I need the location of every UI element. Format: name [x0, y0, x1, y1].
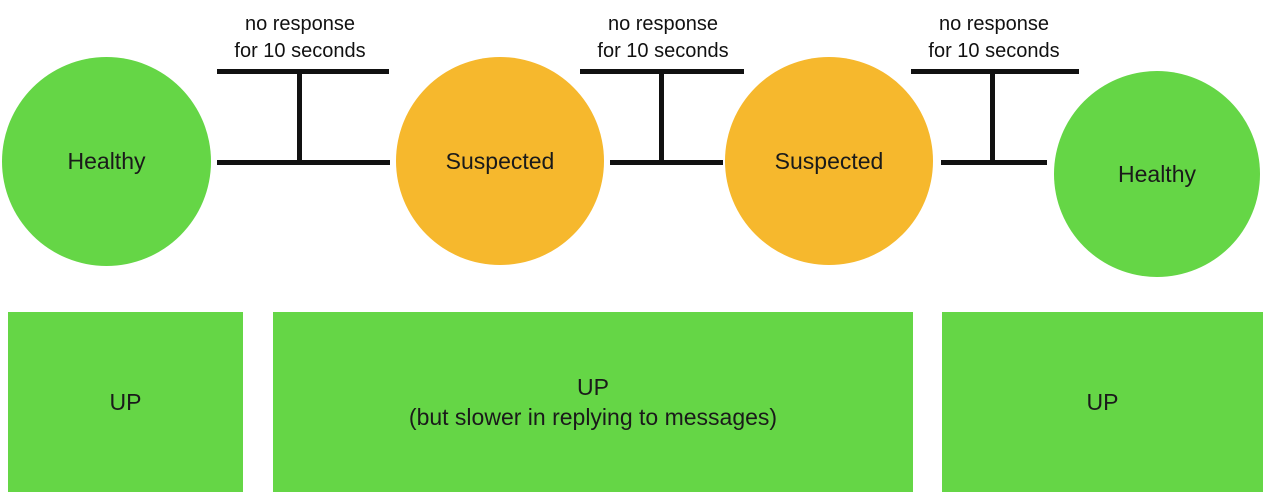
- connector-stem: [659, 73, 664, 164]
- connector-bottom-bar: [217, 160, 390, 165]
- node-label: Suspected: [445, 147, 555, 174]
- connector-stem: [990, 73, 995, 164]
- transition-label-3: no response for 10 seconds: [928, 13, 1060, 62]
- status-box-up-1: UP: [8, 312, 243, 492]
- connector-top-bar: [580, 69, 744, 74]
- node-healthy-1: Healthy: [2, 57, 211, 266]
- node-label: Healthy: [67, 148, 146, 174]
- connector-top-bar: [217, 69, 389, 74]
- transition-label-1: no response for 10 seconds: [234, 13, 366, 62]
- transition-label-2: no response for 10 seconds: [597, 13, 729, 62]
- status-line-1: UP: [577, 374, 609, 400]
- status-line-2: (but slower in replying to messages): [408, 404, 778, 430]
- status-box-up-slower: UP (but slower in replying to messages): [273, 312, 913, 492]
- node-label: Suspected: [774, 147, 884, 174]
- connector-bottom-bar: [610, 160, 723, 165]
- node-healthy-2: Healthy: [1054, 71, 1260, 277]
- status-line-1: UP: [109, 389, 142, 415]
- connector-top-bar: [911, 69, 1079, 74]
- node-suspected-1: Suspected: [396, 57, 604, 265]
- node-label: Healthy: [1118, 160, 1196, 187]
- node-suspected-2: Suspected: [725, 57, 933, 265]
- status-line-1: UP: [1086, 389, 1119, 415]
- status-box-up-2: UP: [942, 312, 1263, 492]
- connector-bottom-bar: [941, 160, 1047, 165]
- connector-stem: [297, 73, 302, 164]
